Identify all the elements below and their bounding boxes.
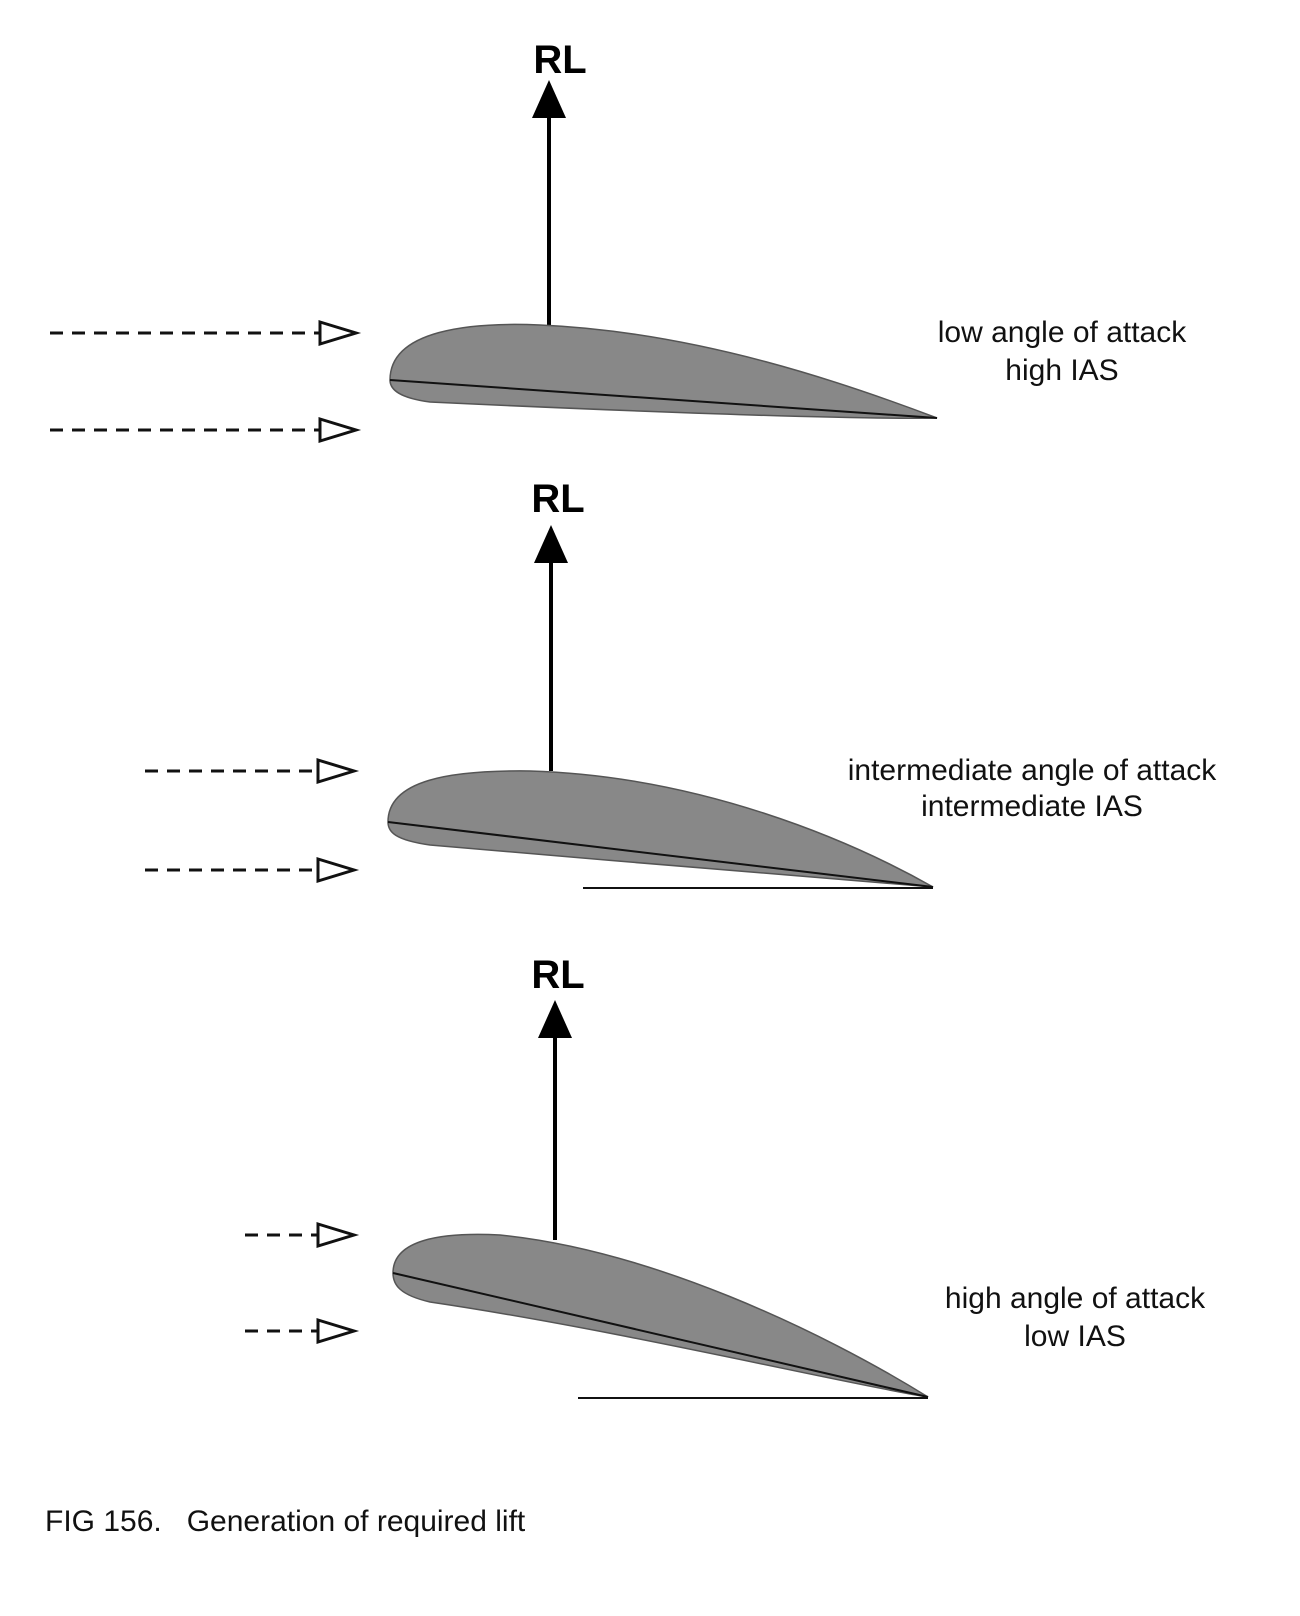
- ias-label: high IAS: [1005, 354, 1118, 387]
- lift-arrow-head-icon: [534, 525, 568, 563]
- aoa-label: low angle of attack: [938, 316, 1187, 349]
- chord-line: [387, 821, 934, 888]
- airfoil: [387, 770, 934, 888]
- aoa-label: intermediate angle of attack: [848, 754, 1218, 787]
- airflow-arrow-head-icon: [318, 319, 362, 347]
- ias-label: low IAS: [1024, 1320, 1126, 1353]
- ias-label: intermediate IAS: [921, 790, 1143, 823]
- chord-line: [392, 1272, 929, 1398]
- airflow-arrow-head-icon: [318, 416, 362, 444]
- airflow-arrow-head-icon: [316, 856, 360, 884]
- lift-label: RL: [531, 953, 584, 997]
- lift-label: RL: [533, 38, 586, 82]
- panel-intermediate-aoa: RL intermediate angle of attack intermed…: [145, 477, 1218, 889]
- airfoil: [392, 1233, 929, 1398]
- panel-high-aoa: RL high angle of attack low IAS: [245, 953, 1206, 1399]
- airflow-arrow-head-icon: [316, 1317, 360, 1345]
- lift-label: RL: [531, 477, 584, 521]
- figure-caption: FIG 156. Generation of required lift: [45, 1505, 526, 1538]
- airflow-arrow-head-icon: [316, 757, 360, 785]
- chord-line: [389, 379, 938, 419]
- lift-arrow-head-icon: [538, 1000, 572, 1038]
- airflow-arrow-head-icon: [316, 1221, 360, 1249]
- aoa-label: high angle of attack: [945, 1282, 1206, 1315]
- airfoil: [389, 323, 938, 420]
- lift-arrow-head-icon: [532, 80, 566, 118]
- panel-low-aoa: RL low angle of attack high IAS: [50, 38, 1187, 444]
